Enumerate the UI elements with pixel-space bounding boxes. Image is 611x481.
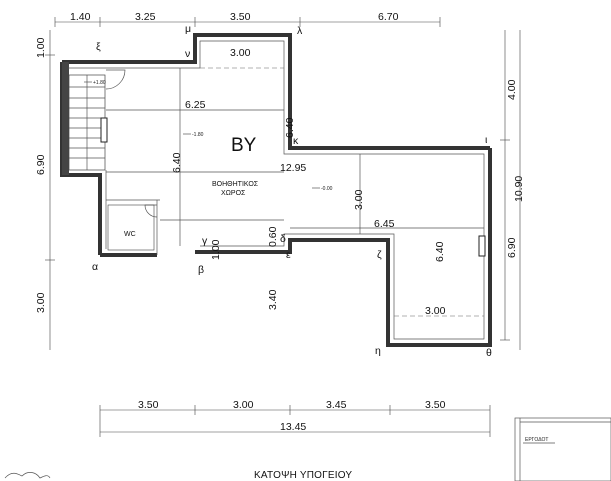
right-dimension-lines — [500, 30, 521, 350]
wc-label: WC — [124, 231, 136, 238]
dim-right-1: 4.00 — [506, 79, 518, 100]
exterior-walls — [60, 33, 492, 347]
staircase — [68, 74, 106, 171]
dim-bottom-1: 3.50 — [138, 399, 159, 411]
vertex-eta: η — [375, 345, 381, 357]
dim-top-4: 6.70 — [378, 11, 399, 23]
vertex-delta: δ — [280, 233, 286, 245]
level-mark-3: -0.00 — [312, 186, 333, 192]
dim-int-g: 6.45 — [374, 218, 395, 230]
vertex-mu: μ — [185, 23, 191, 35]
bottom-dimension-lines — [99, 405, 491, 437]
door-swings — [105, 69, 158, 218]
level-marks: +1.80 -1.80 -0.00 — [84, 80, 333, 192]
vertex-beta: β — [198, 264, 204, 276]
dim-right-2: 10.90 — [513, 176, 525, 202]
dim-int-a: 3.00 — [230, 47, 251, 59]
dim-int-k: 0.60 — [267, 226, 279, 247]
vertex-kappa: κ — [293, 135, 299, 147]
vertex-zeta: ζ — [377, 249, 382, 261]
level-mark-1-text: +1.80 — [93, 80, 106, 86]
vertex-epsilon: ε — [286, 249, 291, 261]
dim-int-i: 3.00 — [425, 305, 446, 317]
level-mark-2-text: -1.80 — [192, 132, 204, 138]
dim-bottom-4: 3.50 — [425, 399, 446, 411]
room-code: ΒΥ — [231, 135, 257, 156]
dim-left-1: 1.00 — [35, 37, 47, 58]
room-name-line2: ΧΩΡΟΣ — [221, 190, 246, 197]
dim-left-2: 6.90 — [35, 154, 47, 175]
dim-int-b: 6.25 — [185, 99, 206, 111]
dim-bottom-3: 3.45 — [326, 399, 347, 411]
left-dimension-lines — [45, 30, 55, 350]
dim-int-l: 3.40 — [267, 289, 279, 310]
dim-top-2: 3.25 — [135, 11, 156, 23]
dim-int-e: 12.95 — [280, 162, 306, 174]
vertex-xi: ξ — [96, 41, 101, 53]
vertex-nu: ν — [185, 48, 190, 60]
dim-int-c: 6.40 — [284, 117, 296, 138]
vertex-theta: θ — [486, 347, 492, 359]
dim-right-3: 6.90 — [506, 237, 518, 258]
level-mark-2: -1.80 — [183, 132, 204, 138]
dim-int-h: 6.40 — [434, 241, 446, 262]
vertex-alpha: α — [92, 261, 98, 273]
dim-top-1: 1.40 — [70, 11, 91, 23]
vertex-gamma: γ — [202, 235, 208, 247]
dim-top-3: 3.50 — [230, 11, 251, 23]
drawing-title: ΚΑΤΟΨΗ ΥΠΟΓΕΙΟΥ — [254, 470, 352, 481]
signature-scribble — [4, 472, 51, 479]
windows — [100, 117, 486, 257]
wc-room — [107, 204, 155, 251]
vertex-iota: ι — [485, 134, 488, 146]
vertex-lambda: λ — [297, 25, 303, 37]
level-mark-3-text: -0.00 — [321, 186, 333, 192]
top-dimension-lines — [54, 17, 441, 27]
title-block: ΕΡΓΟΔΟΤ — [514, 417, 611, 481]
dim-left-3: 3.00 — [35, 292, 47, 313]
dim-bottom-2: 3.00 — [233, 399, 254, 411]
dim-int-f: 3.00 — [353, 189, 365, 210]
level-mark-1: +1.80 — [84, 80, 106, 86]
dim-int-d: 6.40 — [171, 152, 183, 173]
dim-int-j: 1.00 — [210, 239, 222, 260]
interior-lines — [106, 67, 484, 317]
room-name-line1: ΒΟΗΘΗΤΙΚΟΣ — [212, 181, 259, 188]
stamp-label: ΕΡΓΟΔΟΤ — [525, 437, 548, 443]
dim-bottom-total: 13.45 — [280, 421, 306, 433]
